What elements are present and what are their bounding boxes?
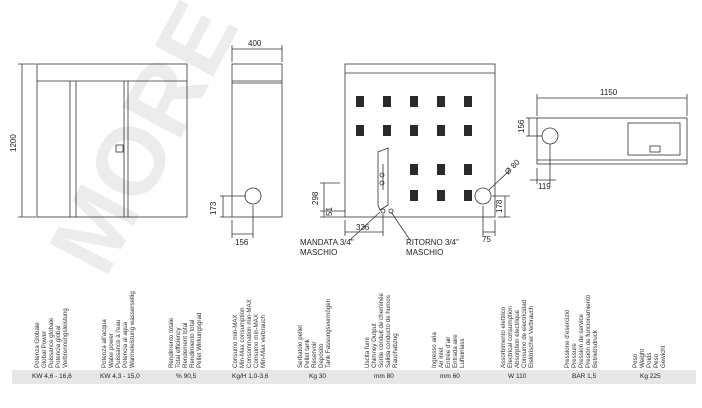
spec-value-chimney-output: mm 80 bbox=[374, 373, 394, 380]
dim-178: 178 bbox=[495, 199, 504, 213]
dim-height-total: 1200 bbox=[9, 134, 18, 152]
dim-173: 173 bbox=[209, 201, 218, 215]
dim-336: 336 bbox=[356, 223, 370, 232]
dim-156-side: 156 bbox=[235, 238, 249, 247]
spec-values-bar bbox=[12, 370, 696, 384]
spec-value-water-power: KW 4,3 - 15,0 bbox=[100, 373, 140, 380]
dim-80: Ø 80 bbox=[503, 157, 522, 176]
spec-value-pellet-tank: Kg 30 bbox=[309, 373, 326, 380]
dim-298: 298 bbox=[311, 191, 320, 205]
dim-75: 75 bbox=[482, 235, 491, 244]
spec-value-electrical: W 110 bbox=[508, 373, 527, 380]
spec-value-pressure: BAR 1,5 bbox=[572, 373, 597, 380]
spec-value-consumption: Kg/H 1,0-3,6 bbox=[232, 373, 269, 380]
watermark-text: MORE bbox=[29, 0, 259, 290]
front-view bbox=[18, 63, 188, 218]
dim-156-top: 156 bbox=[517, 119, 526, 133]
dim-depth: 400 bbox=[248, 39, 262, 48]
spec-value-air-inlet: mm 60 bbox=[440, 373, 460, 380]
rear-vent-grid bbox=[356, 96, 472, 201]
callout-ritorno-line1: RITORNO 3/4" bbox=[406, 238, 459, 247]
dim-51: 51 bbox=[325, 207, 334, 216]
top-view bbox=[526, 94, 688, 184]
rear-view bbox=[320, 63, 511, 241]
callout-ritorno-line2: MASCHIO bbox=[406, 248, 443, 257]
spec-value-efficiency: % 90,5 bbox=[176, 373, 197, 380]
callout-mandata-line1: MANDATA 3/4" bbox=[300, 238, 354, 247]
side-view bbox=[220, 45, 283, 238]
spec-value-weight: Kg 225 bbox=[640, 373, 661, 380]
dim-119: 119 bbox=[538, 182, 551, 191]
callout-mandata-line2: MASCHIO bbox=[300, 248, 337, 257]
dim-width-total: 1150 bbox=[600, 88, 618, 97]
spec-value-global-power: KW 4,6 - 16,6 bbox=[32, 373, 72, 380]
